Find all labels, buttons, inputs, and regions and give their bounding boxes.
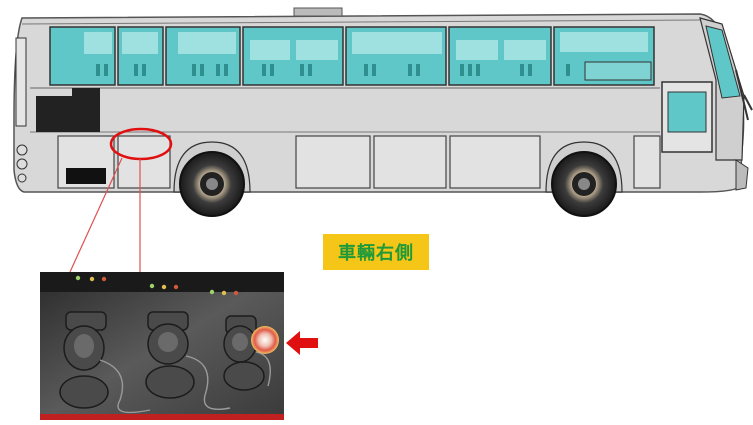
rear-vent <box>66 168 106 184</box>
bus-wheels <box>173 141 623 217</box>
bus-rear <box>15 37 100 183</box>
arrow-left-icon <box>286 331 318 355</box>
callout-ring <box>109 127 173 161</box>
bus-windows <box>49 26 655 86</box>
side-label-text: 車輛右側 <box>338 243 414 264</box>
bus-front <box>661 17 753 191</box>
detail-photo <box>40 272 284 420</box>
side-label: 車輛右側 <box>323 234 429 270</box>
highlight-glow <box>251 326 279 354</box>
callout-line-left <box>69 157 123 273</box>
